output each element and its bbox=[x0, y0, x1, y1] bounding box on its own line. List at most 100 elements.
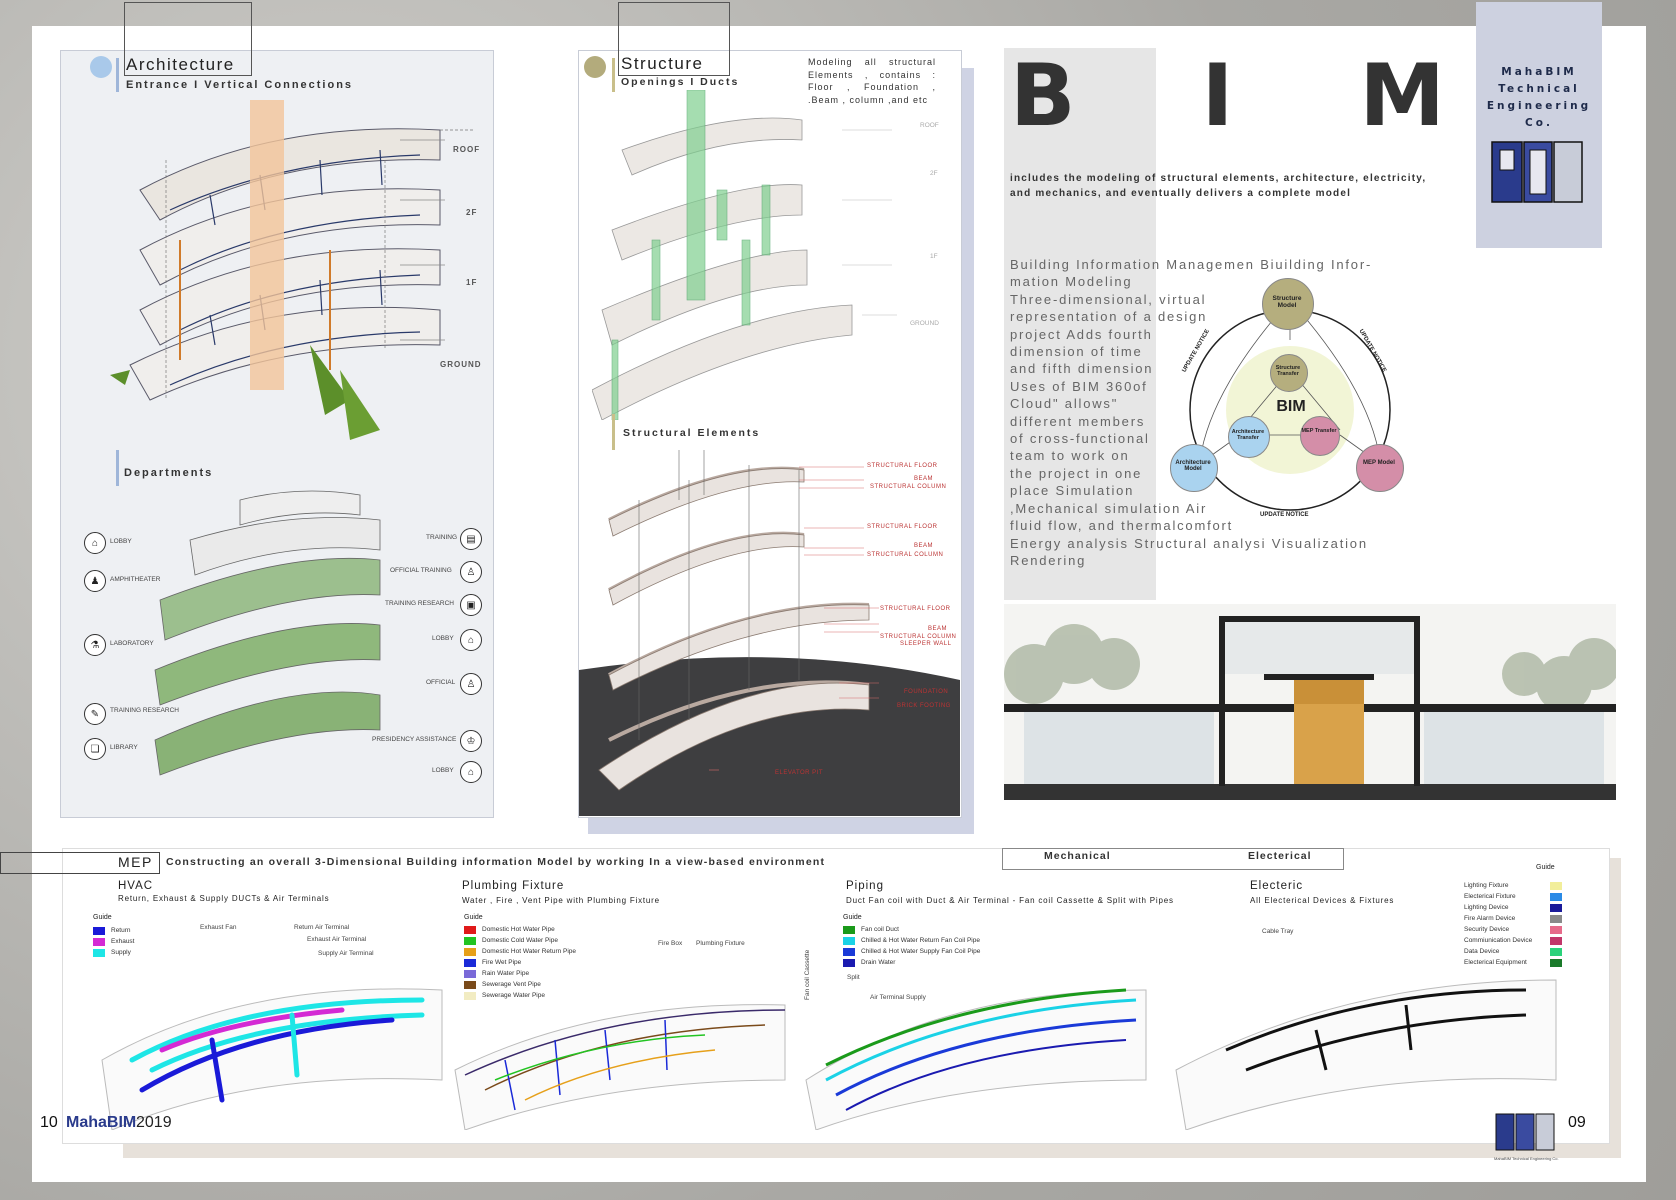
struct-label-beam-3: BEAM bbox=[928, 626, 948, 632]
struct-label-floor-1: STRUCTURAL FLOOR bbox=[867, 463, 938, 469]
electric-guide-label-text: Fire Alarm Device bbox=[1464, 915, 1516, 922]
logo-text: MahaBIM Technical Engineering Co. bbox=[1482, 64, 1596, 132]
lobby-right-icon: ⌂ bbox=[460, 629, 482, 651]
hvac-subtitle: Return, Exhaust & Supply DUCTs & Air Ter… bbox=[118, 894, 330, 903]
electric-guide-item: Commiunication Device bbox=[1464, 935, 1562, 946]
plumbing-callout-fire-box: Fire Box bbox=[658, 940, 683, 947]
library-icon: ❏ bbox=[84, 738, 106, 760]
plumbing-guide-swatch bbox=[464, 980, 476, 989]
logo-line-3: Engineering Co. bbox=[1486, 100, 1592, 129]
piping-guide-swatch bbox=[843, 947, 855, 956]
struct-label-sleeper-wall: SLEEPER WALL bbox=[900, 641, 952, 647]
hvac-guide-swatch bbox=[93, 937, 105, 946]
hvac-guide-swatch bbox=[93, 948, 105, 957]
dept-left-library: LIBRARY bbox=[110, 744, 138, 751]
electric-guide-swatch bbox=[1550, 958, 1562, 967]
struct-label-elevator-pit: ELEVATOR PIT bbox=[775, 770, 824, 776]
bim-grey-strip bbox=[1004, 48, 1156, 600]
bim-para-line-6: and fifth dimension bbox=[1010, 361, 1154, 377]
bim-para-line-13: place Simulation bbox=[1010, 483, 1135, 499]
arch-level-ground: GROUND bbox=[440, 360, 482, 369]
struct-level-1f: 1F bbox=[930, 253, 938, 260]
plumbing-guide-swatch bbox=[464, 958, 476, 967]
piping-guide-label-text: Fan coil Duct bbox=[861, 926, 899, 933]
electric-guide-swatch bbox=[1550, 914, 1562, 923]
bim-paragraph: Building Information Managemen Biuilding… bbox=[1010, 256, 1372, 569]
departments-title-bar bbox=[116, 450, 119, 486]
node-structure-model-label: Structure Model bbox=[1272, 295, 1302, 309]
plumbing-guide-label-text: Domestic Hot Water Return Pipe bbox=[482, 948, 577, 955]
structural-elements-bar bbox=[612, 414, 615, 450]
electric-guide-label-text: Lighting Fixture bbox=[1464, 882, 1509, 889]
tab-mechanical[interactable]: Mechanical bbox=[1044, 850, 1111, 862]
piping-guide-item: Drain Water bbox=[843, 957, 980, 968]
structure-title-bar bbox=[612, 58, 615, 92]
plumbing-guide-swatch bbox=[464, 925, 476, 934]
laboratory-icon: ⚗ bbox=[84, 634, 106, 656]
hvac-guide-item: Return bbox=[93, 925, 135, 936]
plumbing-guide-item: Sewerage Water Pipe bbox=[464, 990, 576, 1001]
bim-center-label: BIM bbox=[1276, 398, 1306, 415]
bim-para-line-4: project Adds fourth bbox=[1010, 326, 1153, 342]
footer-logo-text: MahaBIM Technical Engineering Co. bbox=[1494, 1156, 1559, 1161]
plumbing-guide-label-text: Rain Water Pipe bbox=[482, 970, 530, 977]
electric-guide-label: Guide bbox=[1536, 864, 1555, 871]
footer-brand: MahaBIM bbox=[66, 1114, 137, 1131]
mep-title: MEP bbox=[118, 854, 153, 870]
node-architecture-transfer bbox=[1228, 416, 1270, 458]
tab-electerical[interactable]: Electerical bbox=[1248, 850, 1312, 862]
mep-tabs bbox=[1002, 848, 1344, 870]
node-mep-transfer bbox=[1300, 416, 1340, 456]
footer-logo-icon bbox=[1495, 1113, 1555, 1151]
update-notice-bottom: UPDATE NOTICE bbox=[1260, 512, 1309, 518]
mep-headline: Constructing an overall 3-Dimensional Bu… bbox=[166, 856, 826, 868]
bim-para-line-1: mation Modeling bbox=[1010, 274, 1133, 290]
plumbing-title: Plumbing Fixture bbox=[462, 880, 565, 892]
dept-right-lobby: LOBBY bbox=[432, 635, 454, 642]
hvac-guide-swatch bbox=[93, 926, 105, 935]
piping-callout-air-terminal-supply: Air Terminal Supply bbox=[870, 994, 926, 1001]
node-mep-model-label: MEP Model bbox=[1363, 460, 1395, 466]
plumbing-guide-item: Rain Water Pipe bbox=[464, 968, 576, 979]
struct-label-column-2: STRUCTURAL COLUMN bbox=[867, 552, 944, 558]
bim-para-line-2: Three-dimensional, virtual bbox=[1010, 291, 1207, 307]
bim-cycle-diagram: Structure Model Structure Transfer BIM A… bbox=[1170, 270, 1410, 530]
page-number-left: 10 bbox=[40, 1114, 58, 1131]
arch-level-1f: 1F bbox=[466, 278, 478, 287]
dept-left-laboratory: LABORATORY bbox=[110, 640, 154, 647]
node-architecture-model bbox=[1170, 444, 1218, 492]
struct-label-column-1: STRUCTURAL COLUMN bbox=[870, 484, 947, 490]
plumbing-guide-label-text: Domestic Cold Water Pipe bbox=[482, 937, 558, 944]
node-architecture-transfer-label: Architecture Transfer bbox=[1231, 429, 1265, 441]
electric-guide-swatch bbox=[1550, 947, 1562, 956]
hvac-guide-item: Supply bbox=[93, 947, 135, 958]
bim-para-line-7: Uses of BIM 360of bbox=[1010, 378, 1148, 394]
training-icon: ▤ bbox=[460, 528, 482, 550]
electric-guide-swatch bbox=[1550, 925, 1562, 934]
bim-para-line-16: Energy analysis Structural analysi Visua… bbox=[1010, 535, 1368, 551]
structure-title-frame bbox=[618, 2, 730, 76]
electric-guide-item: Data Device bbox=[1464, 946, 1562, 957]
logo-line-2: Technical bbox=[1498, 83, 1580, 95]
plumbing-model bbox=[454, 1004, 786, 1130]
bim-para-line-11: team to work on bbox=[1010, 448, 1130, 464]
plumbing-guide-swatch bbox=[464, 969, 476, 978]
official-icon: ♙ bbox=[460, 673, 482, 695]
bim-para-line-10: of cross-functional bbox=[1010, 431, 1150, 447]
training-research-icon: ✎ bbox=[84, 703, 106, 725]
bim-para-line-5: dimension of time bbox=[1010, 344, 1143, 360]
piping-guide-label-text: Chilled & Hot Water Return Fan Coil Pipe bbox=[861, 937, 980, 944]
bim-para-line-14: ,Mechanical simulation Air bbox=[1010, 500, 1208, 516]
piping-subtitle: Duct Fan coil with Duct & Air Terminal -… bbox=[846, 896, 1174, 905]
architecture-bullet bbox=[90, 56, 112, 78]
structural-elements-title: Structural Elements bbox=[623, 427, 761, 439]
struct-level-roof: ROOF bbox=[920, 122, 939, 129]
hvac-callout-exhaust-air-terminal: Exhaust Air Terminal bbox=[307, 936, 367, 943]
electric-model bbox=[1175, 979, 1557, 1130]
hvac-callout-return-air-terminal: Return Air Terminal bbox=[294, 924, 350, 931]
struct-level-ground: GROUND bbox=[910, 320, 939, 327]
bim-para-line-17: Rendering bbox=[1010, 552, 1087, 568]
